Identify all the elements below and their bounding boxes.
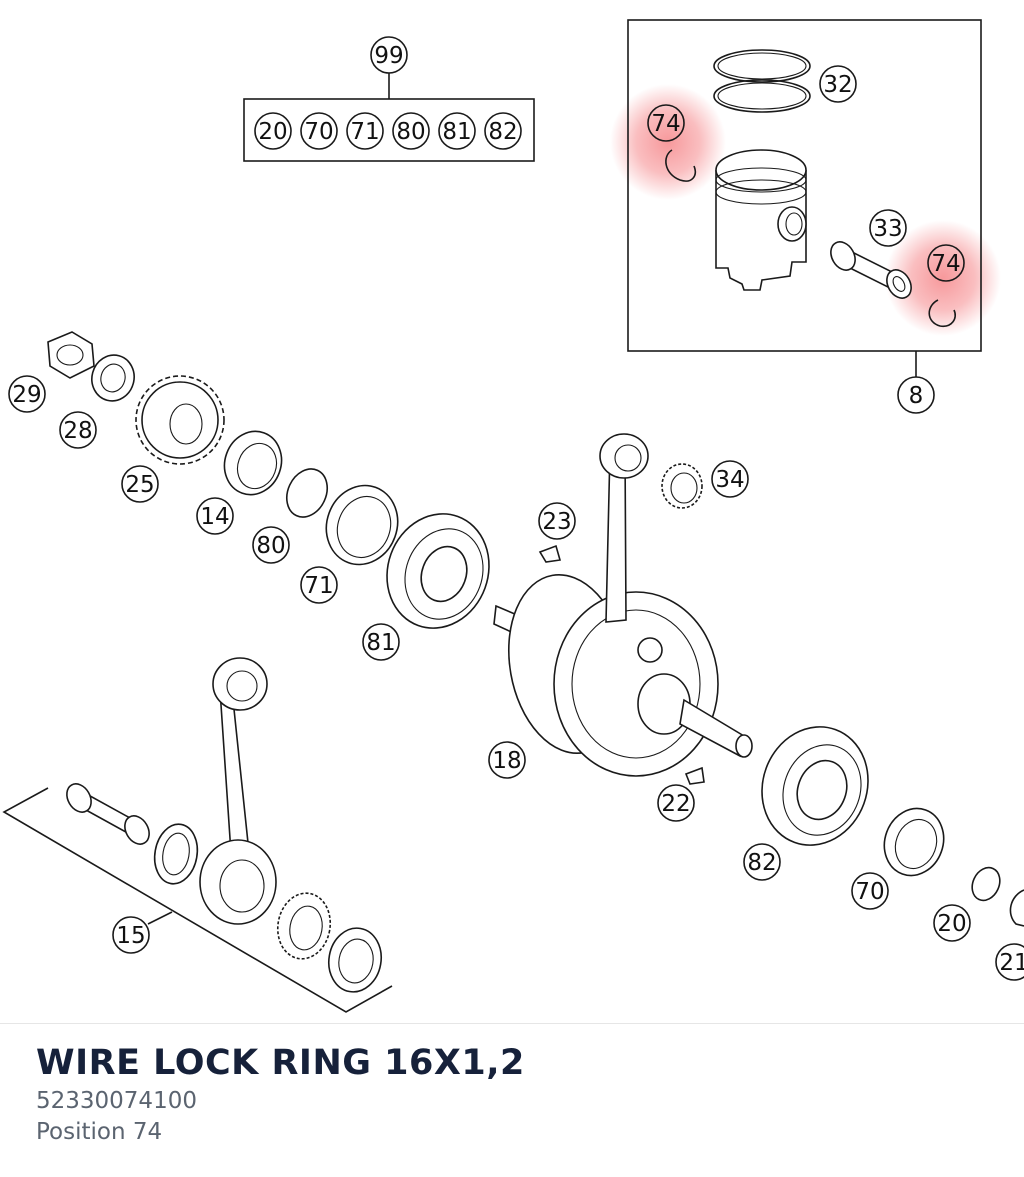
callout-25[interactable]: 25: [121, 465, 159, 503]
highlight-74-left: [610, 84, 726, 200]
callout-14[interactable]: 14: [196, 497, 234, 535]
callout-label: 70: [304, 119, 333, 145]
callout-29[interactable]: 29: [8, 375, 46, 413]
crankshaft: [493, 433, 753, 777]
shaft-seal: [325, 484, 399, 566]
piston-pin: [830, 241, 912, 299]
callout-8[interactable]: 8: [897, 376, 935, 414]
callout-label: 32: [823, 72, 852, 98]
piston-rings: [713, 49, 811, 113]
ring-partial: [1009, 889, 1024, 927]
callout-label: 20: [258, 119, 287, 145]
callout-18[interactable]: 18: [488, 741, 526, 779]
callout-28[interactable]: 28: [59, 411, 97, 449]
callout-label: 21: [999, 950, 1024, 976]
callout-label: 25: [125, 472, 154, 498]
callout-80[interactable]: 80: [392, 112, 430, 150]
wire-lock-ring-right: [928, 299, 956, 328]
callout-label: 82: [747, 850, 776, 876]
callout-15[interactable]: 15: [112, 916, 150, 954]
callout-label: 29: [12, 382, 41, 408]
nut: [47, 331, 95, 379]
part-name: WIRE LOCK RING 16X1,2: [36, 1043, 525, 1083]
callout-32[interactable]: 32: [819, 65, 857, 103]
callout-label: 81: [366, 630, 395, 656]
callout-70[interactable]: 70: [851, 872, 889, 910]
callout-23[interactable]: 23: [538, 502, 576, 540]
main-bearing-right: [761, 726, 869, 846]
callout-label: 8: [909, 383, 924, 409]
washer: [91, 354, 135, 402]
callout-20[interactable]: 20: [254, 112, 292, 150]
callout-81[interactable]: 81: [362, 623, 400, 661]
shaft-seal-right: [883, 807, 945, 877]
callout-labels: 99 20 70 71 80 81 82 32 74 33 74 8 29 28 25 14 80 71 81 23 3…: [8, 36, 1024, 981]
o-ring: [285, 468, 329, 518]
callout-label: 81: [442, 119, 471, 145]
callout-label: 20: [937, 911, 966, 937]
part-position: Position 74: [36, 1119, 163, 1145]
callout-label: 80: [396, 119, 425, 145]
callout-label: 15: [116, 923, 145, 949]
callout-74-highlighted[interactable]: 74: [647, 104, 685, 142]
callout-label: 74: [651, 111, 680, 137]
callout-99[interactable]: 99: [370, 36, 408, 74]
circlip: [971, 866, 1001, 902]
callout-label: 71: [304, 573, 333, 599]
callout-label: 70: [855, 879, 884, 905]
callout-34[interactable]: 34: [711, 460, 749, 498]
callout-82[interactable]: 82: [484, 112, 522, 150]
callout-label: 28: [63, 418, 92, 444]
woodruff-key-bottom: [684, 766, 705, 785]
callout-label: 33: [873, 216, 902, 242]
part-number: 52330074100: [36, 1088, 197, 1114]
small-end-needle-bearing: [661, 463, 703, 509]
callout-74-highlighted[interactable]: 74: [927, 244, 965, 282]
callout-71[interactable]: 71: [300, 566, 338, 604]
piston: [715, 149, 807, 291]
kit-99-box: [243, 73, 535, 162]
callout-label: 80: [256, 533, 285, 559]
callout-label: 22: [661, 791, 690, 817]
callout-label: 82: [488, 119, 517, 145]
piston-kit-box: [627, 19, 982, 377]
exploded-parts-diagram: 99 20 70 71 80 81 82 32 74 33 74 8 29 28 25 14 80 71 81 23 3…: [2, 19, 1024, 1013]
woodruff-key-top: [538, 544, 562, 563]
callout-label: 99: [374, 43, 403, 69]
callout-label: 23: [542, 509, 571, 535]
highlight-74-right: [885, 220, 1001, 336]
callout-label: 14: [200, 504, 229, 530]
callout-70[interactable]: 70: [300, 112, 338, 150]
divider: [0, 1023, 1024, 1024]
callout-label: 34: [715, 467, 744, 493]
bearing-sleeve: [223, 430, 283, 496]
callout-22[interactable]: 22: [657, 784, 695, 822]
conrod-kit: [2, 657, 393, 1013]
primary-gear: [135, 375, 225, 465]
main-bearing-left: [386, 513, 490, 629]
callout-80[interactable]: 80: [252, 526, 290, 564]
callout-81[interactable]: 81: [438, 112, 476, 150]
callout-21[interactable]: 21: [995, 943, 1024, 981]
callout-label: 18: [492, 748, 521, 774]
callout-label: 74: [931, 251, 960, 277]
callout-20[interactable]: 20: [933, 904, 971, 942]
callout-71[interactable]: 71: [346, 112, 384, 150]
wire-lock-ring-left: [665, 149, 696, 182]
callout-82[interactable]: 82: [743, 843, 781, 881]
callout-label: 71: [350, 119, 379, 145]
callout-33[interactable]: 33: [869, 209, 907, 247]
part-info: WIRE LOCK RING 16X1,2 52330074100 Positi…: [36, 1040, 525, 1148]
